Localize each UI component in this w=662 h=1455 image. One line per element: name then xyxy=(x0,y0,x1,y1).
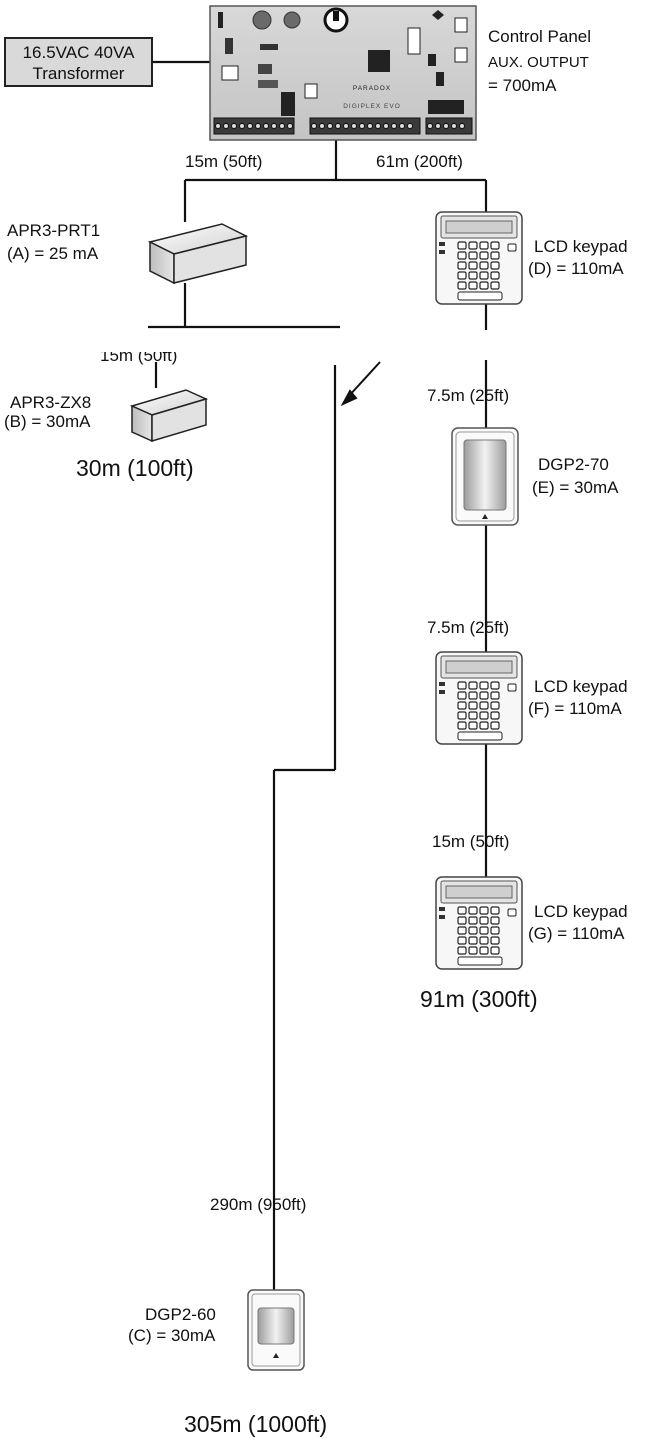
run-keypad-to-e: 7.5m (25ft) xyxy=(427,386,510,405)
device-c-current: (C) = 30mA xyxy=(128,1326,216,1345)
wires xyxy=(148,60,488,1290)
device-f-name: LCD keypad xyxy=(534,677,628,696)
device-d-current: (D) = 110mA xyxy=(528,259,624,278)
lcd-keypad-g xyxy=(435,876,523,970)
control-panel-title: Control Panel xyxy=(488,27,592,46)
board-brand: PARADOX xyxy=(353,85,391,92)
device-g-name: LCD keypad xyxy=(534,902,628,921)
aux-output-label: AUX. OUTPUT xyxy=(488,54,589,71)
board-model: DIGIPLEX EVO xyxy=(343,103,401,110)
apr3-prt1-module xyxy=(147,223,249,285)
device-b-current: (B) = 30mA xyxy=(4,412,91,431)
device-e-current: (E) = 30mA xyxy=(532,478,619,497)
device-a-name: APR3-PRT1 xyxy=(7,221,101,240)
run-left-top: 15m (50ft) xyxy=(185,152,263,171)
terminal-strip xyxy=(213,117,473,135)
run-f-to-g: 15m (50ft) xyxy=(432,832,510,851)
aux-output-value: = 700mA xyxy=(488,76,557,95)
device-f-current: (F) = 110mA xyxy=(528,699,622,718)
run-e-to-f: 7.5m (25ft) xyxy=(427,618,510,637)
transformer-line2: Transformer xyxy=(32,64,125,83)
run-right-total: 91m (300ft) xyxy=(420,986,538,1012)
dgp2-70-detector xyxy=(451,427,519,526)
transformer-box: 16.5VAC 40VA Transformer xyxy=(4,37,153,87)
run-right-top: 61m (200ft) xyxy=(376,152,463,171)
device-b-name: APR3-ZX8 xyxy=(10,393,92,412)
device-a-current: (A) = 25 mA xyxy=(7,244,99,263)
transformer-line1: 16.5VAC 40VA xyxy=(22,43,135,62)
device-d-name: LCD keypad xyxy=(534,237,628,256)
device-e-name: DGP2-70 xyxy=(538,455,609,474)
device-g-current: (G) = 110mA xyxy=(528,924,625,943)
run-left-total: 30m (100ft) xyxy=(76,455,194,481)
apr3-zx8-module xyxy=(129,389,209,443)
device-c-name: DGP2-60 xyxy=(145,1305,216,1324)
run-partial-label: 15m (50ft) xyxy=(100,352,178,365)
dgp2-60-detector xyxy=(247,1289,305,1371)
run-long: 290m (950ft) xyxy=(210,1195,307,1214)
control-panel-board: PARADOX DIGIPLEX EVO xyxy=(209,5,477,141)
lcd-keypad-f xyxy=(435,651,523,745)
run-long-total: 305m (1000ft) xyxy=(184,1411,328,1437)
lcd-keypad-d xyxy=(435,211,523,305)
pointer-arrow xyxy=(340,361,381,407)
